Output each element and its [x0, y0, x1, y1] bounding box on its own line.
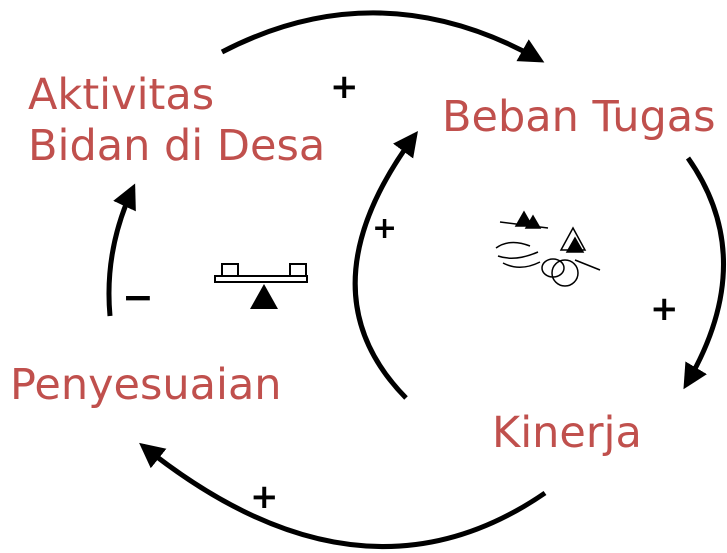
node-beban-tugas: Beban Tugas — [442, 92, 716, 142]
snowball-icon — [495, 210, 601, 287]
polarity-penyesuaian-to-aktivitas: − — [122, 275, 154, 319]
arrow-beban-to-kinerja — [683, 156, 726, 390]
arrow-penyesuaian-to-aktivitas — [106, 183, 136, 317]
node-kinerja: Kinerja — [492, 408, 642, 458]
arrow-kinerja-to-beban — [352, 130, 418, 400]
node-aktivitas-line2: Bidan di Desa — [28, 120, 326, 171]
node-aktivitas-bidan-di-desa: Aktivitas Bidan di Desa — [28, 70, 325, 171]
polarity-aktivitas-to-beban: + — [330, 67, 359, 107]
arrow-kinerja-to-penyesuaian — [139, 442, 547, 550]
arrow-aktivitas-to-beban — [220, 10, 545, 63]
polarity-kinerja-to-beban: + — [372, 211, 398, 246]
node-penyesuaian: Penyesuaian — [10, 360, 282, 410]
balance-scale-icon — [214, 263, 308, 309]
node-aktivitas-line1: Aktivitas — [28, 70, 215, 120]
polarity-kinerja-to-penyesuaian: + — [250, 477, 279, 517]
polarity-beban-to-kinerja: + — [650, 289, 679, 329]
